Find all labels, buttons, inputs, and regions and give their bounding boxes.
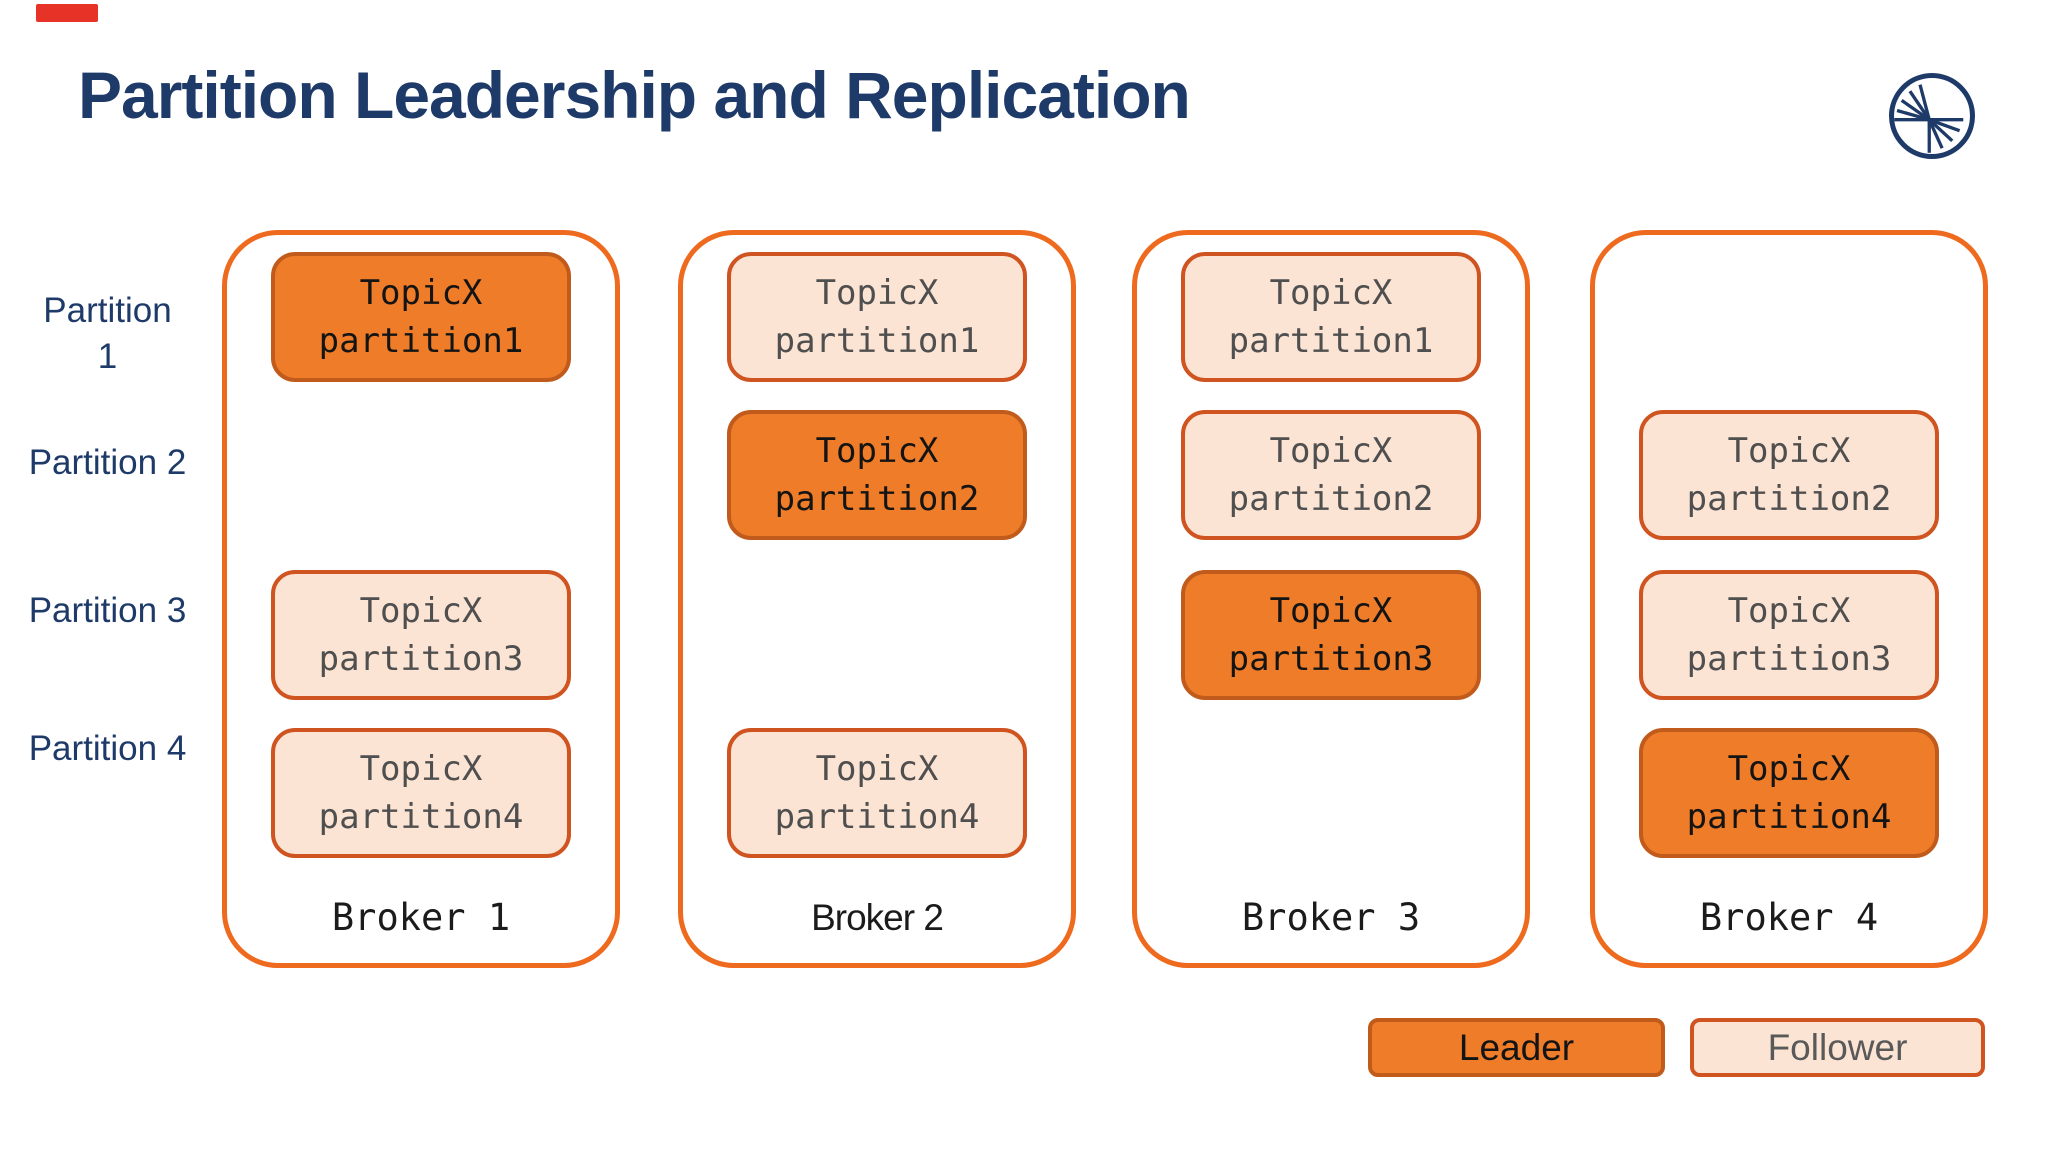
broker-3-partition-1-follower: TopicX partition1	[1181, 252, 1481, 382]
broker-3-label: Broker 3	[1241, 896, 1421, 939]
row-label-partition-3: Partition 3	[28, 591, 187, 630]
broker-2-partition-1-follower: TopicX partition1	[727, 252, 1027, 382]
broker-4-partition-2-follower: TopicX partition2	[1639, 410, 1939, 540]
broker-1-partition-3-follower: TopicX partition3	[271, 570, 571, 700]
page-title: Partition Leadership and Replication	[78, 58, 1191, 132]
confluent-logo-icon	[1888, 72, 1976, 160]
row-label-partition-2: Partition 2	[28, 443, 187, 482]
broker-4-partition-3-follower: TopicX partition3	[1639, 570, 1939, 700]
broker-1-partition-4-follower: TopicX partition4	[271, 728, 571, 858]
broker-4-label: Broker 4	[1699, 896, 1879, 939]
broker-2-partition-4-follower: TopicX partition4	[727, 728, 1027, 858]
broker-2-partition-2-leader: TopicX partition2	[727, 410, 1027, 540]
row-label-partition-1: Partition 1	[43, 291, 172, 377]
broker-3-partition-2-follower: TopicX partition2	[1181, 410, 1481, 540]
video-progress-mark	[36, 4, 98, 22]
legend-follower: Follower	[1690, 1018, 1985, 1077]
broker-3-partition-3-leader: TopicX partition3	[1181, 570, 1481, 700]
row-label-partition-4: Partition 4	[28, 729, 187, 768]
broker-2-label: Broker 2	[811, 897, 944, 938]
broker-4-partition-4-leader: TopicX partition4	[1639, 728, 1939, 858]
legend-leader: Leader	[1368, 1018, 1665, 1077]
broker-1-label: Broker 1	[331, 896, 511, 939]
broker-1-partition-1-leader: TopicX partition1	[271, 252, 571, 382]
